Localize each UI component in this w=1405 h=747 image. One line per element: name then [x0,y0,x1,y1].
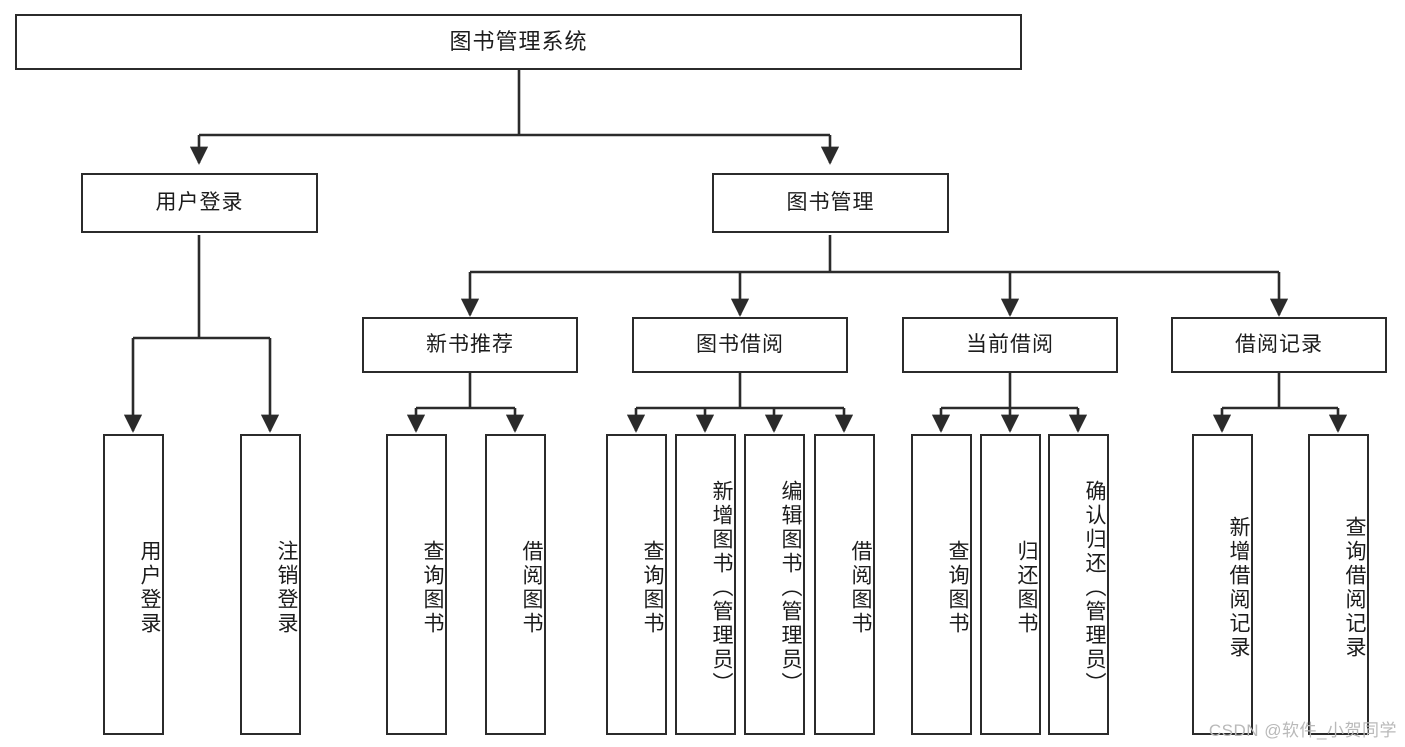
node-label: 图书借阅 [696,333,784,357]
node-label: 编辑图书（管理员） [779,479,802,696]
node-new-book-recommend[interactable]: 新书推荐 [362,317,578,373]
node-label: 新书推荐 [426,333,514,357]
node-book-management[interactable]: 图书管理 [712,173,949,233]
node-label: 用户登录 [155,191,244,215]
node-leaf-edit-book-admin[interactable]: 编辑图书（管理员） [744,434,805,735]
node-borrow-record[interactable]: 借阅记录 [1171,317,1387,373]
node-label: 新增借阅记录 [1227,515,1250,660]
node-label: 归还图书 [1015,539,1038,636]
node-label: 用户登录 [138,539,161,636]
node-label: 查询借阅记录 [1343,515,1366,660]
node-leaf-return-book[interactable]: 归还图书 [980,434,1041,735]
node-leaf-borrow-book-recommend[interactable]: 借阅图书 [485,434,546,735]
node-label: 查询图书 [421,539,444,636]
node-label: 查询图书 [946,539,969,636]
node-leaf-add-borrow-record[interactable]: 新增借阅记录 [1192,434,1253,735]
node-label: 图书管理系统 [449,28,588,54]
watermark-text: CSDN @软件_小贺同学 [1208,721,1397,740]
node-leaf-query-borrow-record[interactable]: 查询借阅记录 [1308,434,1369,735]
node-current-borrow[interactable]: 当前借阅 [902,317,1118,373]
node-label: 借阅图书 [520,539,543,636]
node-label: 查询图书 [641,539,664,636]
node-label: 借阅记录 [1235,333,1323,357]
node-user-login[interactable]: 用户登录 [81,173,318,233]
node-leaf-query-book-borrow[interactable]: 查询图书 [606,434,667,735]
node-book-borrow[interactable]: 图书借阅 [632,317,848,373]
node-leaf-query-book-recommend[interactable]: 查询图书 [386,434,447,735]
node-leaf-query-book-current[interactable]: 查询图书 [911,434,972,735]
node-label: 确认归还（管理员） [1083,479,1106,696]
node-label: 当前借阅 [966,333,1054,357]
node-leaf-borrow-book[interactable]: 借阅图书 [814,434,875,735]
node-label: 借阅图书 [849,539,872,636]
node-leaf-user-login[interactable]: 用户登录 [103,434,164,735]
node-label: 注销登录 [275,539,298,636]
node-label: 新增图书（管理员） [710,479,733,696]
node-leaf-add-book-admin[interactable]: 新增图书（管理员） [675,434,736,735]
node-label: 图书管理 [786,191,875,215]
node-leaf-user-logout[interactable]: 注销登录 [240,434,301,735]
node-root-book-management-system[interactable]: 图书管理系统 [15,14,1022,70]
node-leaf-confirm-return-admin[interactable]: 确认归还（管理员） [1048,434,1109,735]
